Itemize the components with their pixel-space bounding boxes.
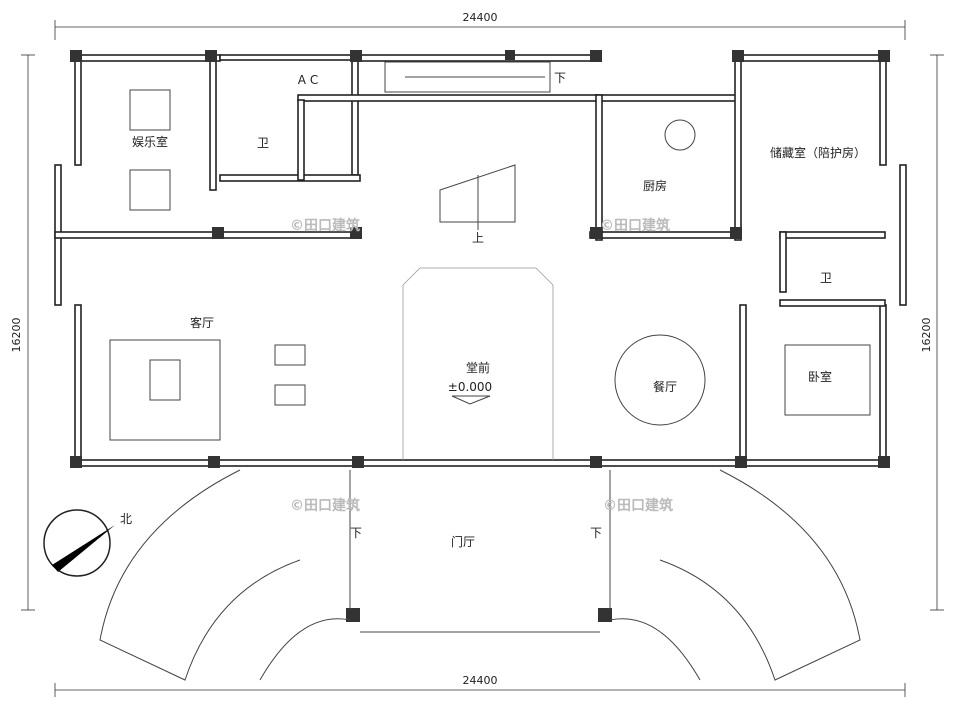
stair-down-label-left: 下 — [350, 526, 362, 540]
compass-north-label: 北 — [120, 512, 132, 526]
porch — [99, 469, 861, 681]
elevation-symbol — [451, 395, 491, 405]
north-compass — [43, 509, 115, 577]
room-bath-left: 卫 — [257, 136, 269, 150]
dimension-top: 24400 — [463, 11, 498, 24]
ac-tag: A C — [298, 73, 318, 87]
room-entertainment: 娱乐室 — [132, 134, 168, 149]
watermark: ©田口建筑 — [600, 217, 670, 234]
walls — [54, 54, 907, 467]
columns — [70, 50, 890, 622]
room-hall: 堂前 — [466, 360, 490, 375]
room-dining: 餐厅 — [653, 379, 677, 394]
dimension-lines — [21, 20, 944, 697]
furniture — [109, 89, 871, 441]
stair-down-label-right: 下 — [590, 526, 602, 540]
watermark: ©田口建筑 — [290, 217, 360, 234]
stair-down-label-top: 下 — [554, 71, 566, 85]
room-storage: 储藏室（陪护房） — [770, 145, 866, 160]
room-bedroom: 卧室 — [808, 369, 832, 384]
room-foyer: 门厅 — [451, 534, 475, 549]
dimension-bottom: 24400 — [463, 674, 498, 687]
stair-up-label: 上 — [472, 231, 484, 245]
room-living: 客厅 — [190, 315, 214, 330]
dimension-right: 16200 — [920, 318, 933, 353]
room-kitchen: 厨房 — [643, 178, 667, 193]
watermark: ©田口建筑 — [290, 497, 360, 514]
stairs — [384, 61, 551, 230]
watermark: ©田口建筑 — [603, 497, 673, 514]
dimension-left: 16200 — [10, 318, 23, 353]
room-bath-right: 卫 — [820, 271, 832, 285]
elevation-mark: ±0.000 — [448, 380, 492, 394]
